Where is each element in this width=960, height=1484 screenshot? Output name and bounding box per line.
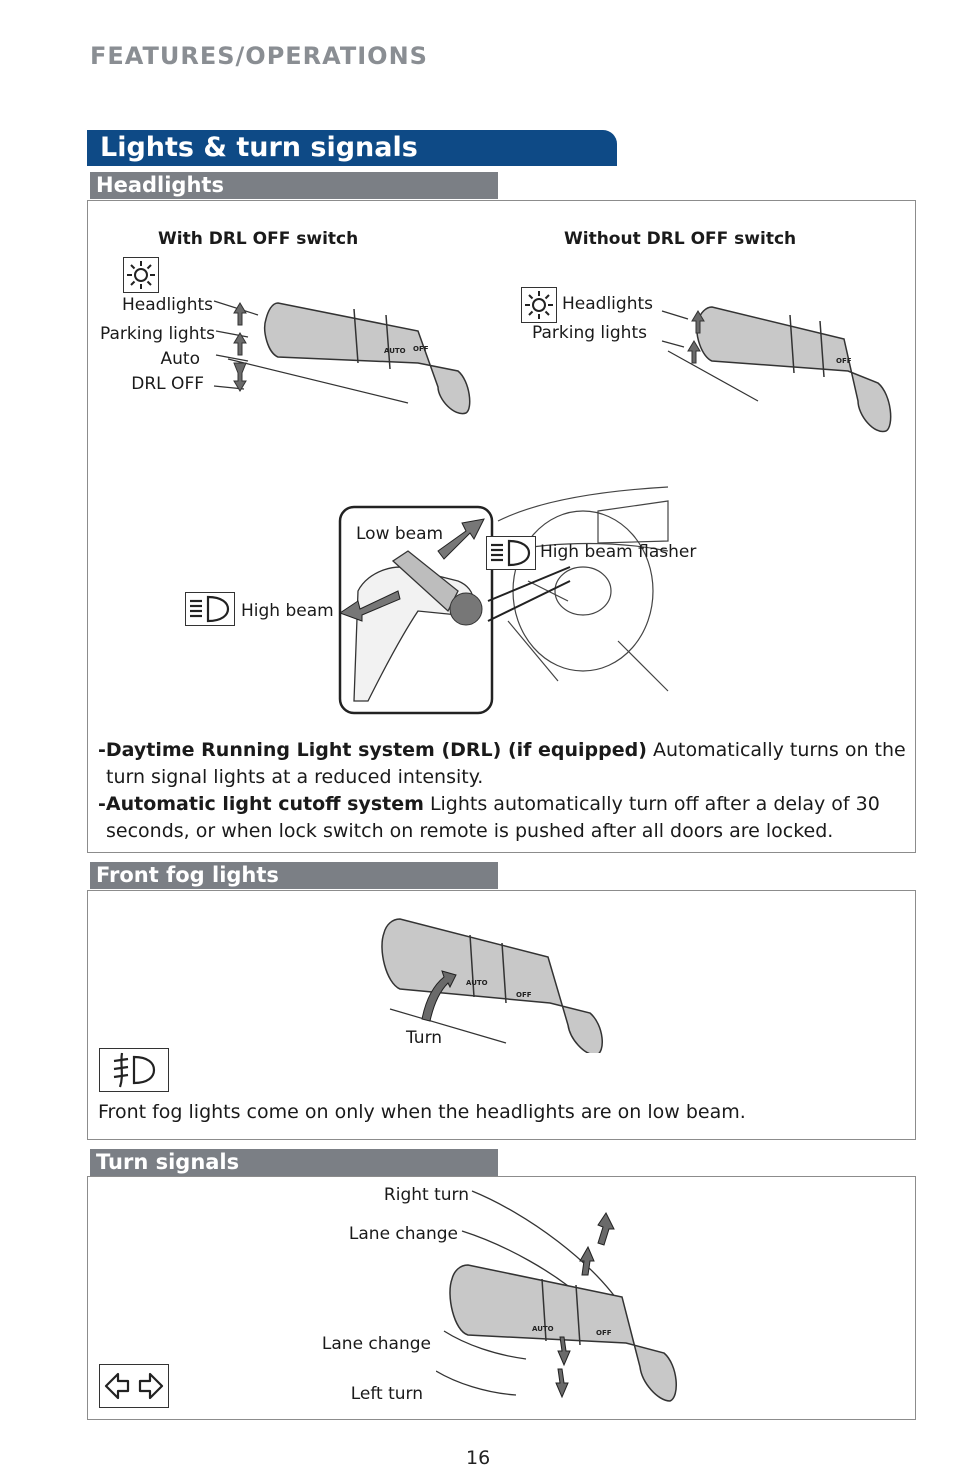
svg-text:OFF: OFF — [836, 357, 852, 365]
label-high-beam: High beam — [241, 601, 334, 621]
turn-signal-stalk-illustration: OFF AUTO — [436, 1190, 677, 1402]
svg-text:AUTO: AUTO — [466, 979, 488, 987]
cutoff-note: -Automatic light cutoff system Lights au… — [98, 791, 906, 845]
steering-column-illustration — [338, 486, 669, 715]
label-high-beam-flasher: High beam flasher — [540, 542, 697, 562]
fog-section-title: Front fog lights — [90, 862, 498, 889]
label-parking-lights: Parking lights — [100, 324, 215, 344]
label-lane-change-up: Lane change — [348, 1224, 458, 1244]
stalk-without-drl-illustration: OFF — [661, 306, 892, 433]
label-parking-lights-no-drl: Parking lights — [532, 323, 647, 343]
label-left-turn: Left turn — [350, 1384, 423, 1404]
headlight-switch-icon — [123, 257, 159, 293]
page-banner: Lights & turn signals — [87, 130, 617, 166]
svg-text:OFF: OFF — [596, 1329, 612, 1337]
label-headlights-no-drl: Headlights — [562, 294, 653, 314]
fog-panel: OFF AUTO Turn Front fog lights come on o… — [87, 890, 916, 1140]
with-drl-heading: With DRL OFF switch — [158, 229, 359, 249]
section-header: FEATURES/OPERATIONS — [90, 42, 428, 70]
turn-signals-section-title: Turn signals — [90, 1149, 498, 1176]
svg-text:AUTO: AUTO — [532, 1325, 554, 1333]
label-headlights: Headlights — [122, 295, 213, 315]
label-auto: Auto — [160, 349, 200, 369]
fog-light-icon — [99, 1048, 169, 1092]
drl-note-term: -Daytime Running Light system (DRL) (if … — [98, 739, 647, 761]
cutoff-note-term: -Automatic light cutoff system — [98, 793, 424, 815]
label-turn: Turn — [406, 1028, 443, 1048]
without-drl-heading: Without DRL OFF switch — [564, 229, 797, 249]
stalk-with-drl-illustration: OFF AUTO — [213, 300, 471, 415]
svg-text:AUTO: AUTO — [384, 347, 406, 355]
headlights-section-title: Headlights — [90, 172, 498, 199]
label-right-turn: Right turn — [383, 1185, 469, 1205]
turn-signals-panel: Right turn Lane change Lane change Left … — [87, 1176, 916, 1420]
headlight-switch-icon-no-drl — [521, 287, 557, 323]
drl-note: -Daytime Running Light system (DRL) (if … — [98, 737, 906, 791]
label-lane-change-down: Lane change — [321, 1334, 431, 1354]
turn-signal-icon — [99, 1364, 169, 1408]
fog-note: Front fog lights come on only when the h… — [98, 1101, 746, 1123]
page-number: 16 — [466, 1447, 491, 1469]
high-beam-flasher-icon — [486, 536, 536, 570]
svg-text:OFF: OFF — [413, 345, 429, 353]
drl-note-text: Automatically turns on the turn signal l… — [106, 739, 906, 788]
svg-text:OFF: OFF — [516, 991, 532, 999]
headlights-panel: With DRL OFF switch Without DRL OFF swit… — [87, 200, 916, 853]
label-drl-off: DRL OFF — [131, 374, 204, 394]
high-beam-icon — [185, 592, 235, 626]
label-low-beam: Low beam — [356, 524, 444, 544]
fog-stalk-illustration: OFF AUTO — [381, 918, 603, 1053]
banner-title: Lights & turn signals — [100, 132, 418, 163]
cutoff-note-text: Lights automatically turn off after a de… — [106, 793, 880, 842]
